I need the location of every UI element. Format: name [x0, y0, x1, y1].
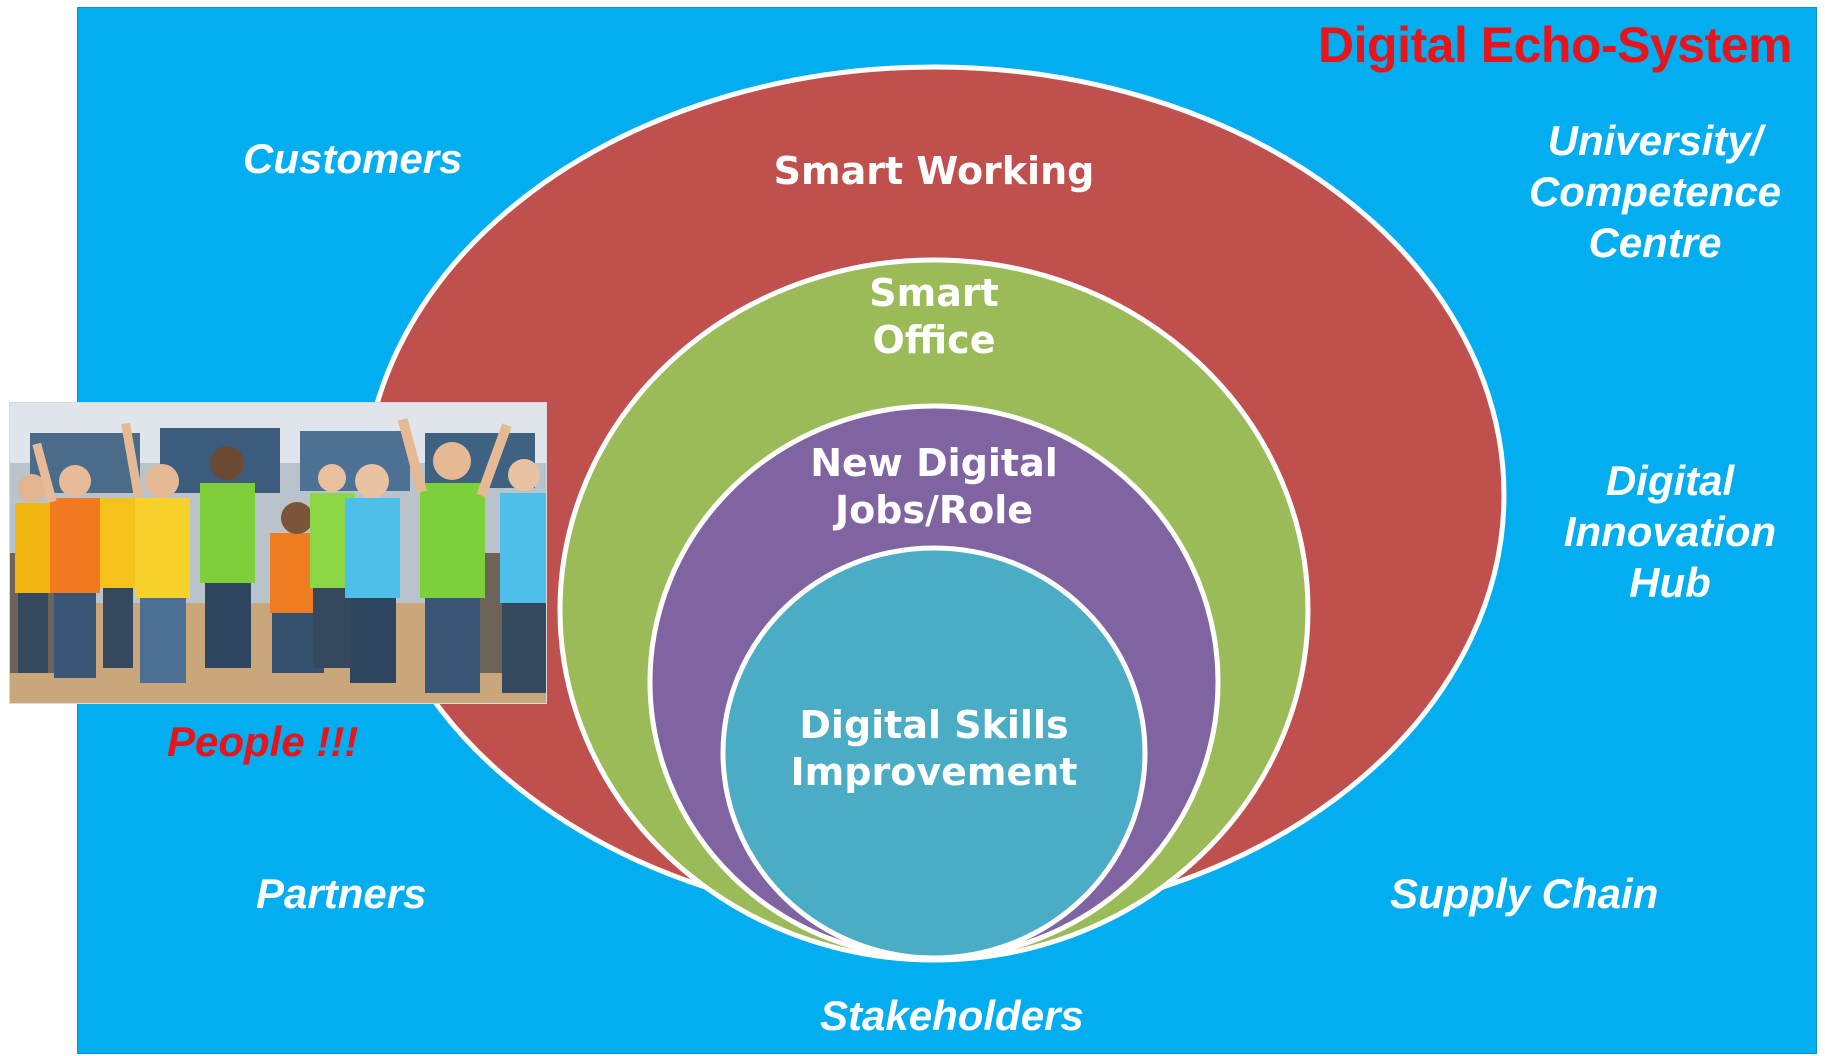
- people-photo: [9, 402, 547, 704]
- label-partners: Partners: [256, 870, 427, 917]
- ring-label-smart-working: Smart Working: [773, 149, 1095, 193]
- label-digital-innovation-hub: Digital Innovation Hub: [1563, 457, 1777, 606]
- people-caption: People !!!: [167, 718, 359, 765]
- label-stakeholders: Stakeholders: [820, 992, 1084, 1039]
- ring-label-smart-office: Smart Office: [869, 271, 999, 362]
- label-supply-chain: Supply Chain: [1390, 870, 1659, 917]
- diagram-title: Digital Echo-System: [1318, 17, 1792, 73]
- label-customers: Customers: [243, 135, 463, 182]
- ring-label-new-digital-jobs: New Digital Jobs/Role: [810, 441, 1058, 532]
- ring-label-digital-skills: Digital Skills Improvement: [790, 703, 1078, 794]
- label-university-competence-centre: University/ Competence Centre: [1528, 117, 1782, 266]
- ring-digital-skills: [720, 545, 1148, 961]
